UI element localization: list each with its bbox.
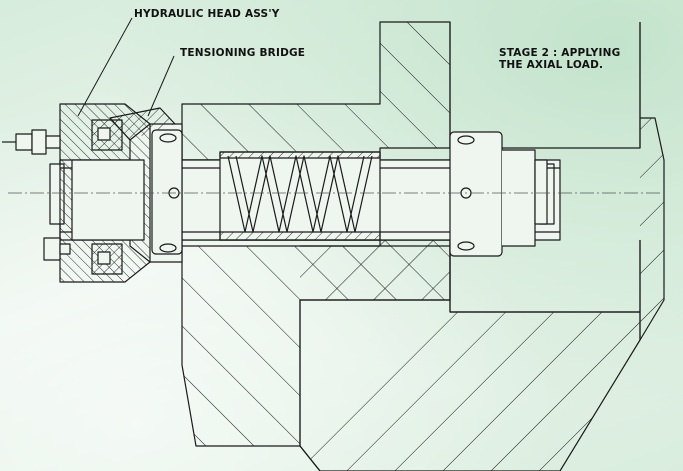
hydraulic-coupling-bottom — [43, 237, 71, 261]
label-tensioning-bridge: TENSIONING BRIDGE — [180, 47, 306, 59]
hydraulic-coupling-top — [2, 129, 61, 155]
label-stage-line2: THE AXIAL LOAD. — [499, 59, 604, 71]
right-flange — [299, 22, 665, 471]
label-hydraulic-head: HYDRAULIC HEAD ASS'Y — [134, 8, 280, 20]
right-nut — [449, 131, 548, 257]
label-stage-line1: STAGE 2 : APPLYING — [499, 47, 621, 59]
label-stage: STAGE 2 : APPLYING THE AXIAL LOAD. — [499, 47, 620, 71]
